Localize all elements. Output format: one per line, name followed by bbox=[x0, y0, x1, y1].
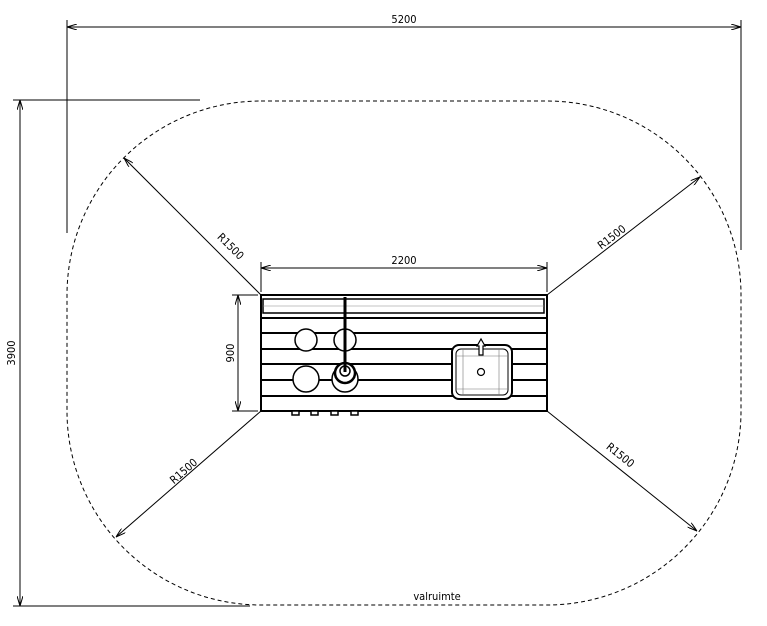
overall-depth-dimension bbox=[13, 99, 250, 607]
sink bbox=[451, 337, 513, 400]
burner-front-left bbox=[292, 365, 320, 393]
radius-label-top-left: R1500 bbox=[215, 231, 247, 263]
counter-width-dimension bbox=[260, 262, 548, 292]
radius-label-top-right: R1500 bbox=[595, 222, 628, 252]
radius-line-top-right bbox=[546, 177, 700, 296]
overall-width-dimension bbox=[66, 20, 742, 250]
radius-label-bottom-right: R1500 bbox=[604, 440, 637, 470]
cooktop-knobs bbox=[291, 410, 359, 416]
counter-depth-label: 900 bbox=[224, 344, 237, 363]
overall-width-label: 5200 bbox=[391, 13, 416, 26]
overall-depth-label: 3900 bbox=[5, 340, 18, 365]
radius-line-top-left bbox=[124, 158, 262, 296]
counter-depth-dimension bbox=[232, 294, 258, 412]
radius-line-bottom-left bbox=[116, 410, 262, 537]
sink-drain bbox=[476, 367, 486, 377]
radius-line-bottom-right bbox=[546, 410, 697, 531]
counter-width-label: 2200 bbox=[391, 254, 416, 267]
radius-label-bottom-left: R1500 bbox=[167, 456, 200, 487]
sink-tap bbox=[475, 337, 487, 356]
burner-back-left bbox=[294, 328, 318, 352]
cooktop bbox=[292, 297, 359, 393]
clearance-label: valruimte bbox=[413, 590, 460, 603]
clearance-zone-outline bbox=[66, 100, 742, 606]
